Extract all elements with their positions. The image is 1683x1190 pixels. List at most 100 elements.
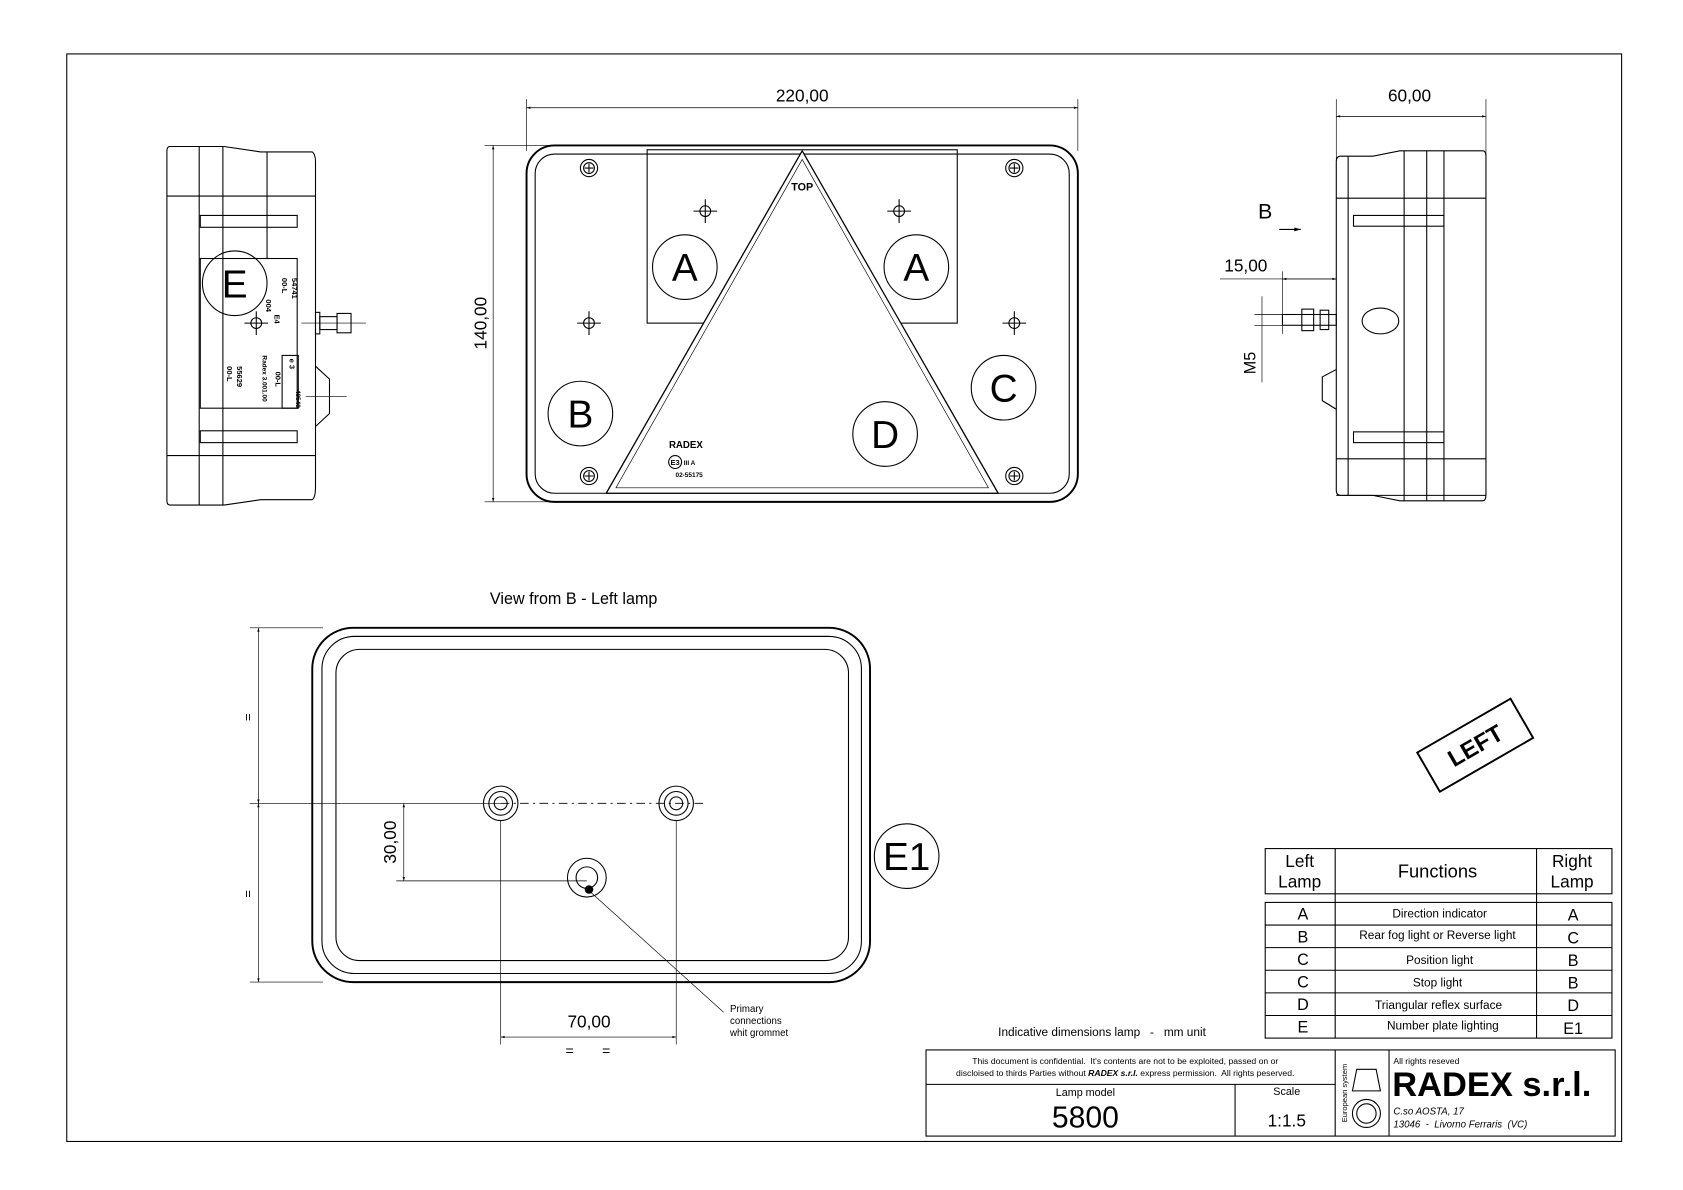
table-row: E Number plate lighting E1 <box>1298 1018 1584 1037</box>
svg-text:Primary: Primary <box>730 1004 764 1015</box>
function-label-d: D <box>852 401 918 467</box>
crosshair-icons <box>577 199 1027 335</box>
approval-mark: E3 <box>671 458 680 467</box>
svg-text:A: A <box>672 247 698 290</box>
scale-label: Scale <box>1273 1086 1300 1098</box>
thread-label: M5 <box>1242 352 1260 374</box>
svg-text:49540: 49540 <box>294 390 301 408</box>
svg-text:discloised to thirds Parties w: discloised to thirds Parties without RAD… <box>956 1068 1294 1078</box>
svg-text:E: E <box>1298 1019 1309 1037</box>
projection-symbol-icon <box>1351 1068 1382 1092</box>
svg-text:A: A <box>903 247 929 290</box>
functions-table: Left Lamp Functions Right Lamp A Directio… <box>1264 848 1613 1039</box>
function-label-c: C <box>970 354 1037 421</box>
sheet-border <box>66 53 1623 1143</box>
triangle-reflector <box>605 150 999 494</box>
top-mark: TOP <box>791 182 813 194</box>
header-left-lamp: Left <box>1285 851 1314 871</box>
function-label-a2: A <box>883 234 950 300</box>
front-view: 220,00 140,00 TOP RADEX E3 III A 02-5517… <box>471 85 1079 503</box>
rights-note: All rights reseved <box>1393 1056 1459 1066</box>
svg-text:Position light: Position light <box>1406 953 1474 967</box>
svg-text:A: A <box>1298 906 1309 924</box>
svg-text:00-L: 00-L <box>280 278 289 294</box>
svg-text:Stop light: Stop light <box>1413 975 1463 989</box>
svg-text:D: D <box>1567 997 1579 1015</box>
title-block: This document is confidential. It's cont… <box>925 1049 1616 1137</box>
table-row: B Rear fog light or Reverse light C <box>1298 928 1580 947</box>
svg-text:Direction indicator: Direction indicator <box>1392 906 1487 920</box>
header-functions: Functions <box>1398 861 1477 882</box>
grommet <box>566 857 607 898</box>
view-title: View from B - Left lamp <box>490 590 657 608</box>
lamp-outline <box>525 144 1079 503</box>
equal-mark-right: = <box>602 1042 610 1058</box>
lamp-model: 5800 <box>1052 1101 1119 1134</box>
svg-text:B: B <box>567 394 593 437</box>
brand-mark: RADEX <box>669 440 703 451</box>
table-row: D Triangular reflex surface D <box>1297 996 1579 1015</box>
function-label-e1: E1 <box>883 836 930 879</box>
svg-text:Triangular reflex surface: Triangular reflex surface <box>1375 998 1503 1012</box>
bolt-length-dimension: 15,00 <box>1224 255 1267 275</box>
svg-text:00-L: 00-L <box>274 372 283 388</box>
svg-text:54741: 54741 <box>290 278 299 299</box>
svg-text:Lamp: Lamp <box>1278 871 1321 891</box>
bottom-view: View from B - Left lamp = = 30,00 70,00 … <box>240 590 940 1058</box>
approval-number: 02-55175 <box>675 472 703 479</box>
address-line-2: 13046 - Livorno Ferraris (VC) <box>1393 1119 1527 1130</box>
vertical-dimension: 30,00 <box>380 821 400 864</box>
function-label-b: B <box>547 380 614 447</box>
svg-text:A: A <box>1568 907 1579 925</box>
svg-text:B: B <box>1568 975 1579 993</box>
right-side-view: 60,00 B 15,00 M5 <box>1219 85 1487 502</box>
approval-class: III A <box>684 460 696 467</box>
svg-text:004: 004 <box>264 299 273 312</box>
dimensions-note: Indicative dimensions lamp - mm unit <box>998 1025 1206 1039</box>
leader-note: Primary connections whit grommet <box>729 1004 788 1039</box>
housing-outline <box>311 626 872 984</box>
svg-text:Lamp: Lamp <box>1551 871 1594 891</box>
left-stamp: LEFT <box>1415 697 1535 794</box>
depth-dimension: 60,00 <box>1388 85 1431 105</box>
svg-text:00-L: 00-L <box>225 366 234 382</box>
svg-text:Number plate lighting: Number plate lighting <box>1387 1018 1499 1032</box>
svg-text:E1: E1 <box>1563 1020 1583 1038</box>
equal-mark-lower: = <box>240 890 255 898</box>
company-name: RADEX s.r.l. <box>1392 1066 1591 1104</box>
svg-text:D: D <box>871 414 899 457</box>
svg-text:B: B <box>1568 952 1579 970</box>
svg-text:D: D <box>1297 996 1309 1014</box>
system-label: European system <box>1340 1064 1349 1123</box>
scale-value: 1:1.5 <box>1268 1110 1306 1130</box>
view-arrow-label: B <box>1258 200 1272 224</box>
slot <box>1361 307 1400 335</box>
equal-mark-left: = <box>566 1042 574 1058</box>
leader-line <box>589 891 724 1013</box>
function-label-e: E <box>222 263 248 306</box>
svg-text:C: C <box>1297 973 1309 991</box>
confidential-note: This document is confidential. It's cont… <box>972 1056 1278 1066</box>
screw-icons <box>579 158 1024 486</box>
svg-text:e 3: e 3 <box>288 359 297 369</box>
svg-text:B: B <box>1298 928 1309 946</box>
function-label-a1: A <box>651 234 718 300</box>
horizontal-dimension: 70,00 <box>567 1011 610 1031</box>
svg-text:E4: E4 <box>273 315 282 325</box>
svg-text:55629: 55629 <box>235 366 244 387</box>
svg-text:Rear fog light or Reverse ligh: Rear fog light or Reverse light <box>1359 928 1516 942</box>
lamp-model-label: Lamp model <box>1056 1087 1115 1099</box>
label-plate <box>199 257 298 409</box>
height-dimension: 140,00 <box>471 297 491 350</box>
header-right-lamp: Right <box>1552 851 1592 871</box>
svg-text:connections: connections <box>730 1016 782 1027</box>
svg-text:C: C <box>1567 929 1579 947</box>
table-row: C Stop light B <box>1297 973 1578 992</box>
left-side-view: 00-L 54741 E4 004 Radex 3.001.00 e 3 00-… <box>166 145 367 506</box>
width-dimension: 220,00 <box>776 85 829 105</box>
table-row: A Direction indicator A <box>1298 906 1579 925</box>
address-line-1: C.so AOSTA, 17 <box>1393 1107 1464 1118</box>
svg-text:Radex 3.001.00: Radex 3.001.00 <box>261 355 268 402</box>
